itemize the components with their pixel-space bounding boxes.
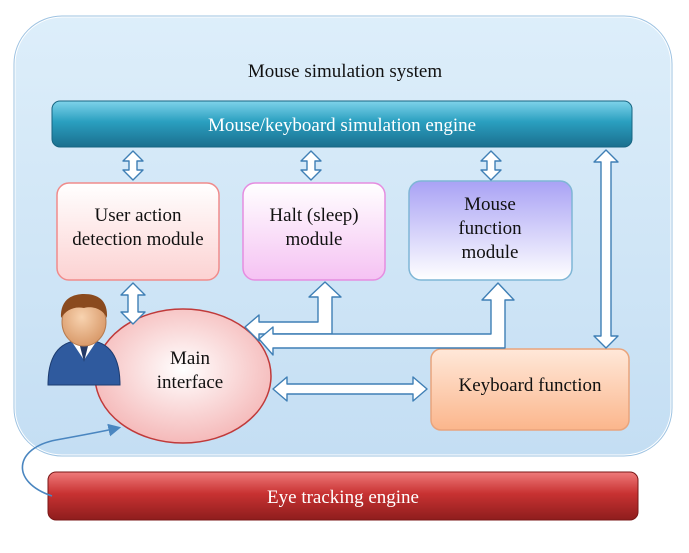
user-action-module-label: User action detection module	[72, 205, 204, 250]
keyboard-function-module-label: Keyboard function	[458, 375, 602, 396]
curved-arrow-eye-to-main	[21, 423, 122, 497]
halt-module-box	[242, 182, 386, 281]
simulation-engine-label: Mouse/keyboard simulation engine	[207, 115, 477, 136]
main-interface-label: Main interface	[156, 348, 224, 393]
eye-tracking-engine-label: Eye tracking engine	[267, 487, 419, 508]
double-arrow-engine-halt	[300, 150, 322, 181]
halt-module-label: Halt (sleep) module	[269, 205, 359, 250]
user-avatar-icon	[47, 294, 121, 386]
system-title: Mouse simulation system	[247, 61, 443, 82]
arrow-main-to-mouse	[258, 282, 515, 356]
keyboard-function-module-box	[430, 348, 630, 431]
double-arrow-engine-keyboard	[593, 149, 619, 349]
mouse-function-module-box	[408, 180, 573, 281]
arrow-main-to-halt	[244, 281, 342, 342]
double-arrow-engine-mouse	[480, 150, 502, 181]
double-arrow-main-keyboard	[272, 376, 428, 402]
double-arrow-user-main	[120, 282, 146, 325]
simulation-engine-bar	[51, 100, 633, 148]
double-arrow-engine-user	[122, 150, 144, 181]
mouse-function-module-label: Mouse function module	[458, 194, 522, 263]
user-action-module-box	[56, 182, 220, 281]
eye-tracking-engine-bar	[47, 471, 639, 521]
